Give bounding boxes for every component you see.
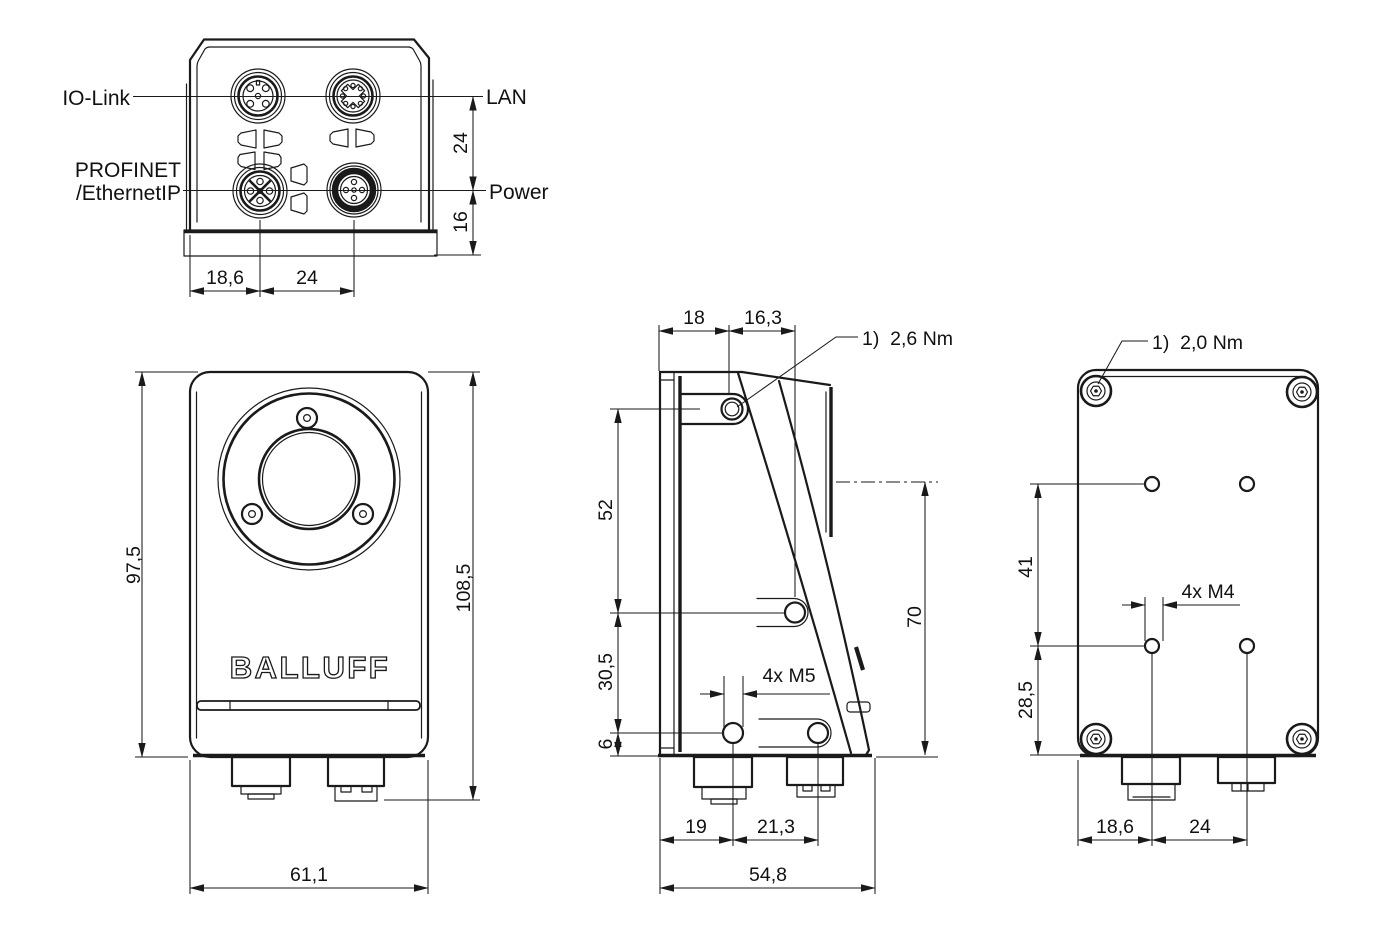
top-view-vents	[237, 128, 375, 215]
front-view: BALLUFF 97,5 108,5	[123, 370, 480, 894]
front-connector-left	[230, 755, 292, 800]
dim-body-height: 97,5	[123, 546, 145, 584]
dim-hole-to-base: 28,5	[1015, 681, 1037, 719]
side-connector-left	[692, 755, 754, 805]
dim-total-depth: 54,8	[749, 864, 787, 886]
dim-hole-offset: 16,3	[744, 307, 782, 329]
profinet-label: PROFINET	[75, 159, 181, 182]
side-mounting-holes	[680, 392, 832, 748]
power-label: Power	[489, 181, 549, 204]
dim-axis-height: 70	[904, 606, 926, 628]
lens-screw-right	[351, 502, 375, 526]
lens-screw-left	[240, 502, 264, 526]
side-connector-right	[785, 755, 845, 798]
corner-screw-top-left	[1079, 374, 1113, 408]
dim-edge-to-hole: 18,6	[1096, 816, 1134, 838]
rear-view-body	[1076, 368, 1320, 758]
dim-edge-to-profinet: 18,6	[206, 267, 244, 289]
mounting-hole-top	[720, 397, 744, 421]
side-view: 18 16,3 1) 2,6 Nm 52 30,5 6 4x M5 70 19 …	[595, 307, 953, 894]
top-view-body	[183, 38, 438, 257]
mounting-hole-bottom-right	[806, 721, 830, 745]
lens	[217, 387, 401, 571]
front-view-body	[188, 370, 430, 759]
top-view-annotations: IO-Link LAN PROFINET /EthernetIP Power 2…	[62, 86, 549, 297]
io-link-label: IO-Link	[62, 87, 130, 110]
dim-base-to-hole: 19	[685, 816, 707, 838]
dim-power-to-base: 16	[450, 211, 472, 233]
front-slot	[196, 700, 421, 711]
mounting-hole-bottom-left	[721, 721, 745, 745]
corner-screw-bottom-left	[1079, 722, 1113, 756]
ethernet-ip-label: /EthernetIP	[76, 182, 181, 205]
dim-top-depth: 18	[683, 307, 705, 329]
front-connector-right	[326, 755, 386, 802]
side-thread-note: 4x M5	[762, 665, 815, 687]
dim-top-to-mid-hole: 52	[595, 499, 617, 521]
corner-screw-bottom-right	[1285, 722, 1319, 756]
side-view-annotations: 18 16,3 1) 2,6 Nm 52 30,5 6 4x M5 70 19 …	[595, 307, 953, 894]
dim-hole-spacing-vertical: 41	[1015, 556, 1037, 578]
rear-connector-left	[1120, 755, 1182, 801]
top-view: IO-Link LAN PROFINET /EthernetIP Power 2…	[62, 38, 549, 297]
front-view-annotations: 97,5 108,5 61,1	[123, 371, 480, 894]
rear-mounting-holes	[1143, 475, 1256, 655]
dim-total-height: 108,5	[453, 563, 475, 612]
rear-view: 1) 2,0 Nm 41 28,5 4x M4 18,6 24	[1015, 332, 1320, 846]
side-torque-note: 1) 2,6 Nm	[862, 328, 953, 350]
dim-mid-to-bottom-hole: 30,5	[595, 653, 617, 691]
dim-bottom-hole-to-base: 6	[595, 739, 617, 750]
rear-torque-note: 1) 2,0 Nm	[1152, 332, 1243, 354]
dim-lan-to-power: 24	[450, 132, 472, 154]
balluff-logo: BALLUFF	[230, 650, 390, 685]
dim-hole-spacing: 21,3	[757, 816, 795, 838]
rear-thread-note: 4x M4	[1181, 581, 1234, 603]
lens-screw-top	[295, 406, 319, 430]
rear-view-annotations: 1) 2,0 Nm 41 28,5 4x M4 18,6 24	[1015, 332, 1248, 846]
corner-screw-top-right	[1285, 375, 1319, 409]
lan-label: LAN	[486, 86, 527, 109]
dim-hole-spacing-horizontal: 24	[1189, 816, 1211, 838]
side-view-body	[658, 370, 872, 758]
dim-profinet-to-power: 24	[296, 267, 318, 289]
dim-width: 61,1	[290, 864, 328, 886]
mounting-hole-middle	[783, 601, 807, 624]
